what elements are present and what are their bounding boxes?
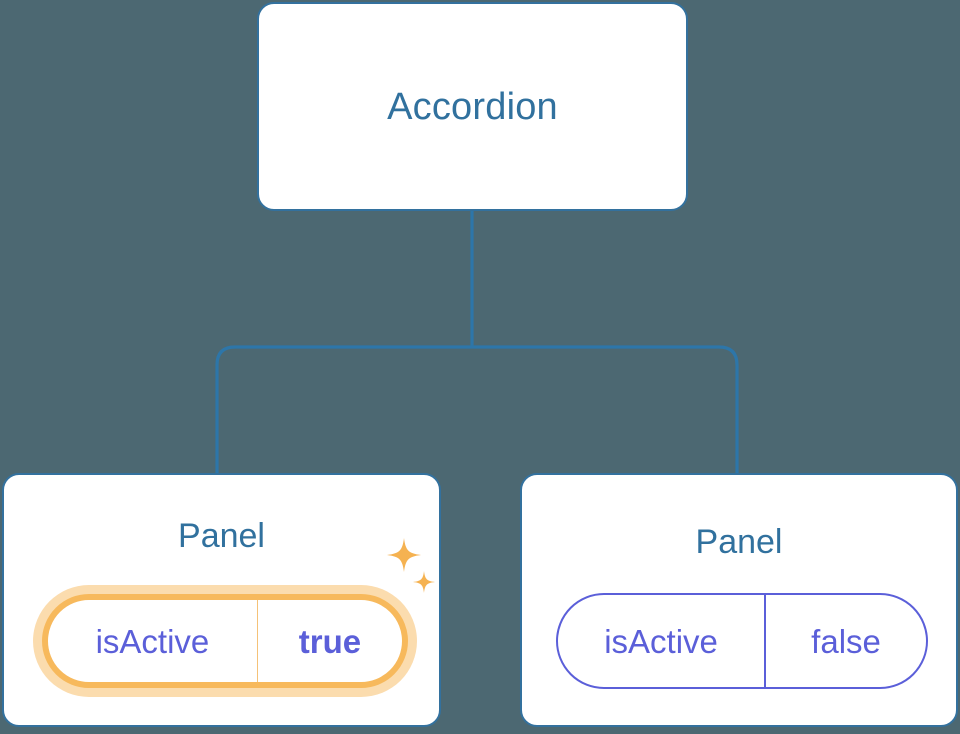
prop-pill-isactive-false[interactable]: isActive false <box>556 593 928 689</box>
node-title-accordion: Accordion <box>387 85 558 128</box>
tree-node-panel-right[interactable]: Panel isActive false <box>520 473 958 727</box>
prop-pill-isactive-true[interactable]: isActive true <box>42 594 408 688</box>
prop-key-label: isActive <box>558 595 767 687</box>
prop-value-label: false <box>811 622 881 660</box>
prop-key-label: isActive <box>48 600 258 682</box>
connector-branch-path <box>215 345 739 474</box>
prop-pill-left-wrapper: isActive true <box>33 585 417 697</box>
prop-value-label: true <box>298 622 362 660</box>
tree-node-panel-left[interactable]: Panel isActive true <box>2 473 441 727</box>
tree-node-accordion[interactable]: Accordion <box>257 2 688 211</box>
node-title-panel-left: Panel <box>178 517 265 555</box>
node-title-panel-right: Panel <box>695 523 783 561</box>
